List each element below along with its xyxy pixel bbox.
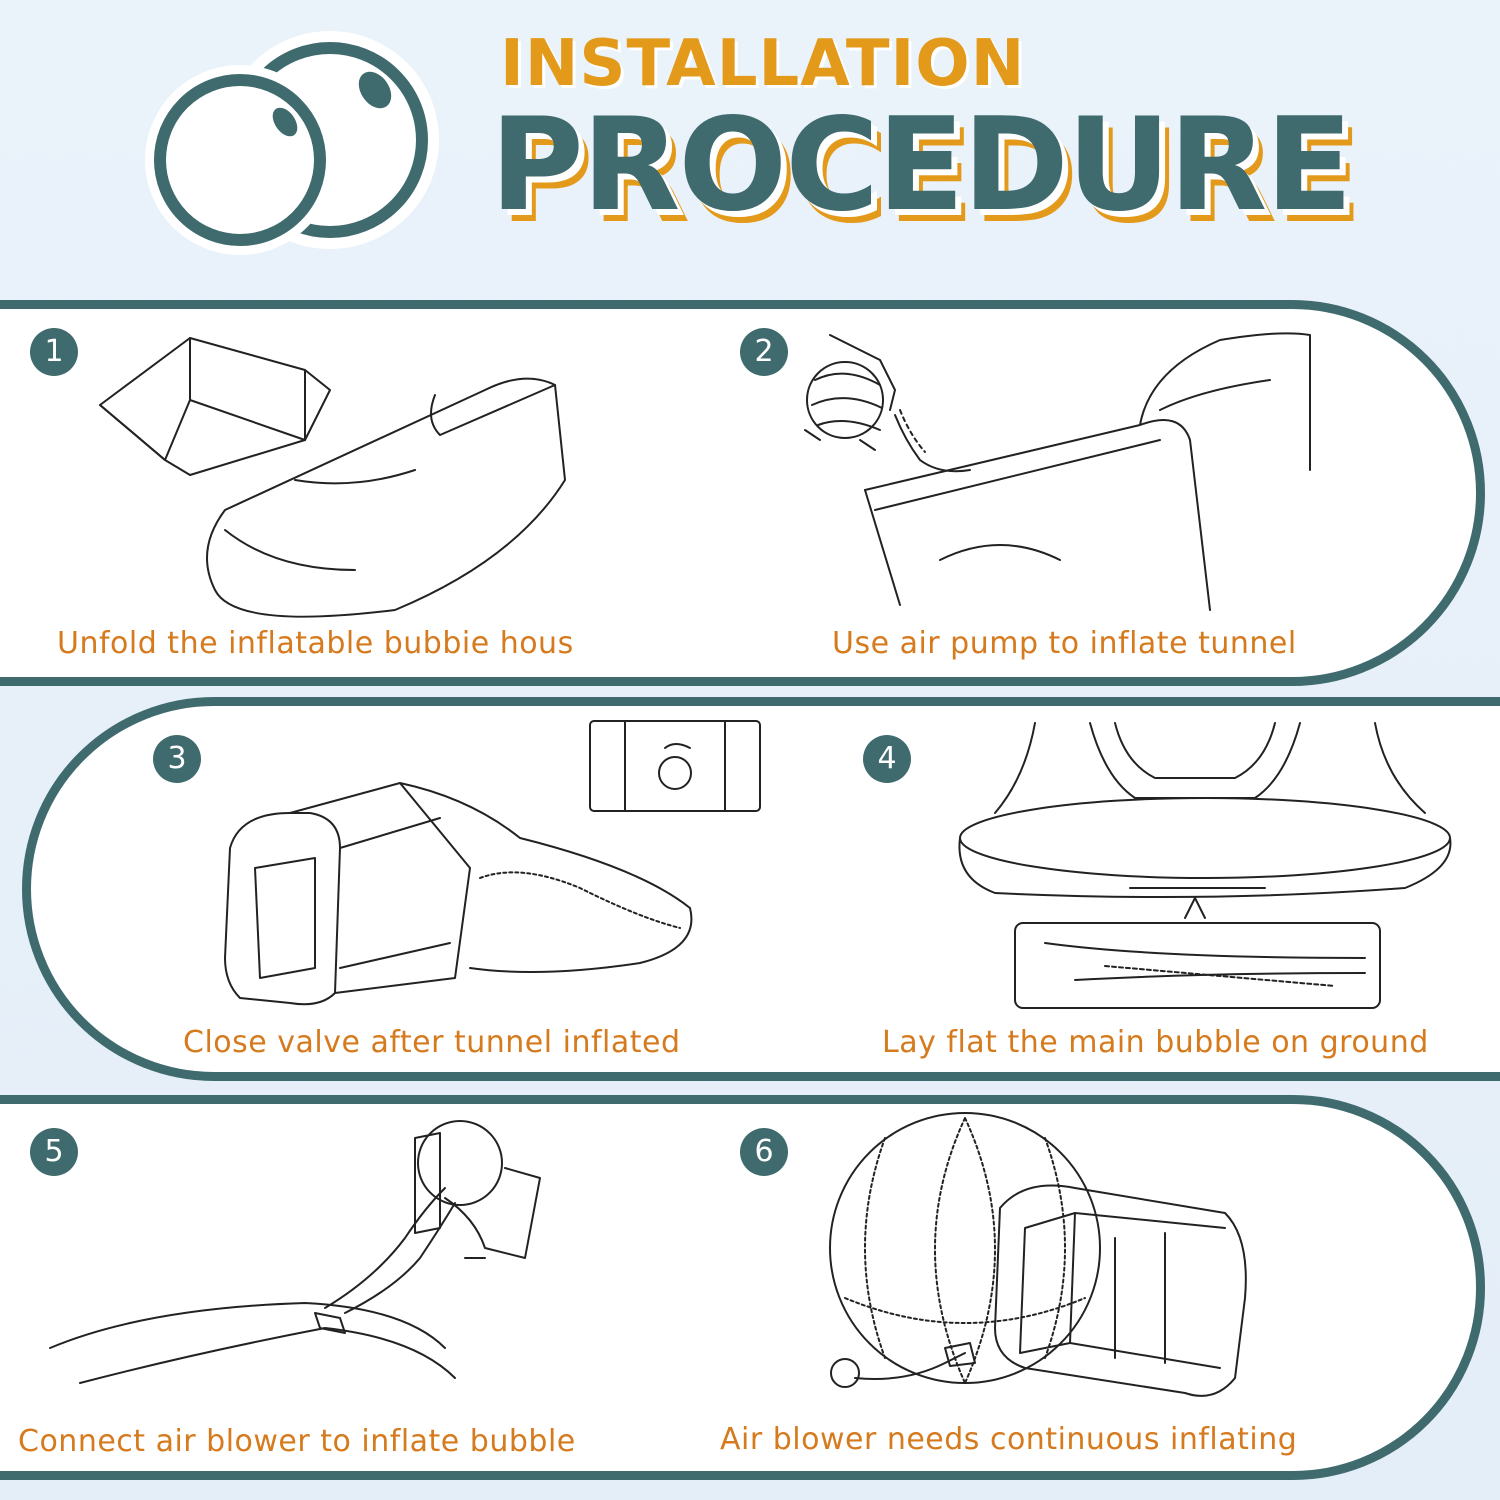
step-number-3: 3 (153, 735, 201, 783)
box-and-folded-bubble-icon (99, 337, 566, 618)
step-caption-3: Close valve after tunnel inflated (183, 1025, 681, 1060)
blower-connect-icon (49, 1120, 541, 1384)
step-number-6: 6 (740, 1128, 788, 1176)
step-caption-6: Air blower needs continuous inflating (720, 1422, 1298, 1457)
title-installation: INSTALLATION (500, 27, 1026, 101)
flat-bubble-zipper-icon (958, 722, 1452, 1009)
tunnel-valve-icon (224, 720, 761, 1006)
step-caption-1: Unfold the inflatable bubbie hous (57, 626, 574, 661)
step-number-1: 1 (30, 328, 78, 376)
title-procedure: PROCEDURE (490, 91, 1353, 240)
inflated-bubble-tunnel-icon (829, 1112, 1247, 1397)
air-pump-tunnel-icon (804, 332, 1311, 611)
step-number-2: 2 (740, 328, 788, 376)
step-number-5: 5 (30, 1128, 78, 1176)
step-caption-5: Connect air blower to inflate bubble (18, 1424, 576, 1459)
step-caption-2: Use air pump to inflate tunnel (832, 626, 1297, 661)
bubble-circles-icon (145, 31, 439, 255)
step-number-4: 4 (863, 735, 911, 783)
step-caption-4: Lay flat the main bubble on ground (882, 1025, 1429, 1060)
